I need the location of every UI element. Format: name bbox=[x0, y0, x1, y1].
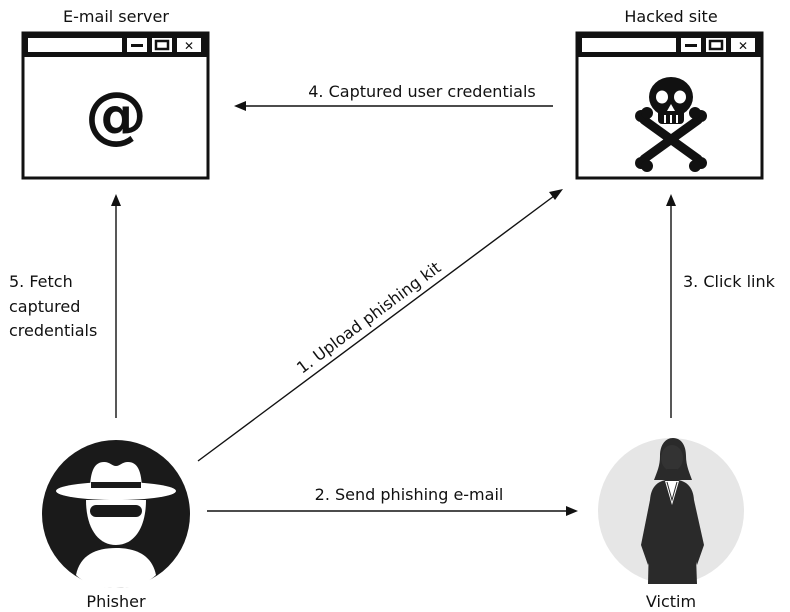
victim-node: Victim bbox=[598, 438, 744, 611]
phisher-node: Phisher bbox=[42, 440, 190, 611]
edge-label: 3. Click link bbox=[683, 272, 776, 291]
edge-fetch-credentials: 5. Fetch captured credentials bbox=[9, 194, 121, 418]
close-icon: ✕ bbox=[731, 38, 755, 53]
edge-click-link: 3. Click link bbox=[666, 194, 776, 418]
victim-label: Victim bbox=[646, 592, 696, 611]
svg-text:✕: ✕ bbox=[184, 39, 194, 53]
svg-text:✕: ✕ bbox=[738, 39, 748, 53]
phisher-label: Phisher bbox=[86, 592, 146, 611]
edge-upload-kit: 1. Upload phishing kit bbox=[197, 189, 563, 462]
edge-label-line: captured bbox=[9, 297, 80, 316]
hat-mask-figure-icon bbox=[56, 462, 176, 588]
edge-label: 2. Send phishing e-mail bbox=[315, 485, 504, 504]
at-sign-icon: @ bbox=[85, 78, 147, 151]
email-server-label: E-mail server bbox=[63, 7, 169, 26]
hacked-site-label: Hacked site bbox=[624, 7, 717, 26]
window-address-field bbox=[28, 38, 122, 52]
edge-send-email: 2. Send phishing e-mail bbox=[207, 485, 578, 516]
skull-crossbones-icon bbox=[635, 77, 707, 172]
minimize-icon bbox=[127, 38, 147, 52]
edge-captured-credentials: 4. Captured user credentials bbox=[234, 82, 553, 111]
maximize-icon bbox=[152, 38, 172, 52]
window-address-field bbox=[582, 38, 676, 52]
close-icon: ✕ bbox=[177, 38, 201, 53]
businesswoman-figure-icon bbox=[641, 438, 704, 584]
edge-label: 4. Captured user credentials bbox=[308, 82, 536, 101]
edge-label-line: 5. Fetch bbox=[9, 272, 73, 291]
maximize-icon bbox=[706, 38, 726, 52]
window-frame bbox=[21, 31, 210, 180]
edge-label-line: credentials bbox=[9, 321, 97, 340]
edge-label: 1. Upload phishing kit bbox=[293, 258, 444, 378]
email-server-window: E-mail server ✕ @ bbox=[21, 7, 210, 180]
minimize-icon bbox=[681, 38, 701, 52]
hacked-site-window: Hacked site ✕ bbox=[575, 7, 764, 180]
